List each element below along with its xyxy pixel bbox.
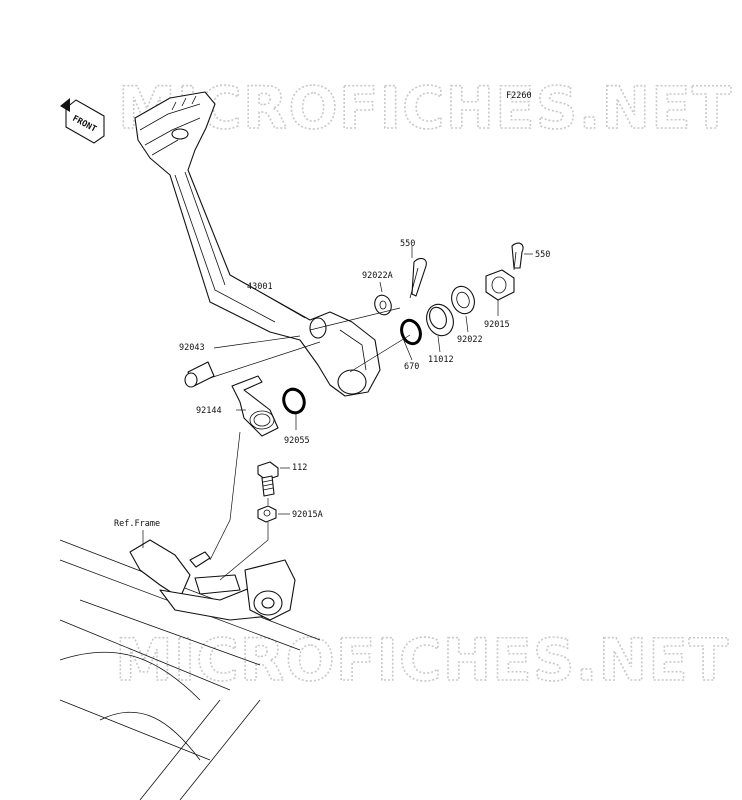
label-670: 670 [404, 362, 419, 372]
label-550-right: 550 [535, 250, 550, 260]
nut-92015 [485, 269, 515, 301]
leader-lines [209, 246, 533, 581]
label-92043: 92043 [179, 343, 205, 353]
washer-92022 [451, 285, 475, 315]
o-ring-670 [400, 318, 422, 346]
brake-pedal [134, 91, 381, 397]
watermark-top: MICROFICHES.NET [118, 74, 732, 142]
label-92015: 92015 [484, 320, 510, 330]
cotter-pin-right [511, 242, 524, 271]
figure-code: F2260 [506, 91, 532, 101]
front-arrow-icon: FRONT [60, 98, 105, 144]
label-92055: 92055 [284, 436, 310, 446]
cotter-pin-left [409, 257, 427, 299]
label-550-left: 550 [400, 239, 415, 249]
nut-92015a [257, 505, 277, 523]
label-92022a: 92022A [362, 271, 393, 281]
watermark-bottom: MICROFICHES.NET [115, 626, 729, 694]
bolt-112 [257, 461, 279, 497]
washer-92022a [374, 294, 392, 316]
label-92022: 92022 [457, 335, 483, 345]
label-92144: 92144 [196, 406, 222, 416]
label-92015a: 92015A [292, 510, 323, 520]
label-11012: 11012 [428, 355, 454, 365]
label-112: 112 [292, 463, 307, 473]
pivot-bolt [184, 361, 215, 388]
ref-frame-label: Ref.Frame [114, 519, 160, 529]
label-43001: 43001 [247, 282, 273, 292]
return-spring [231, 375, 279, 437]
bushing-11012 [426, 303, 454, 337]
frame-outline [59, 539, 321, 800]
o-ring-92055 [282, 387, 306, 415]
